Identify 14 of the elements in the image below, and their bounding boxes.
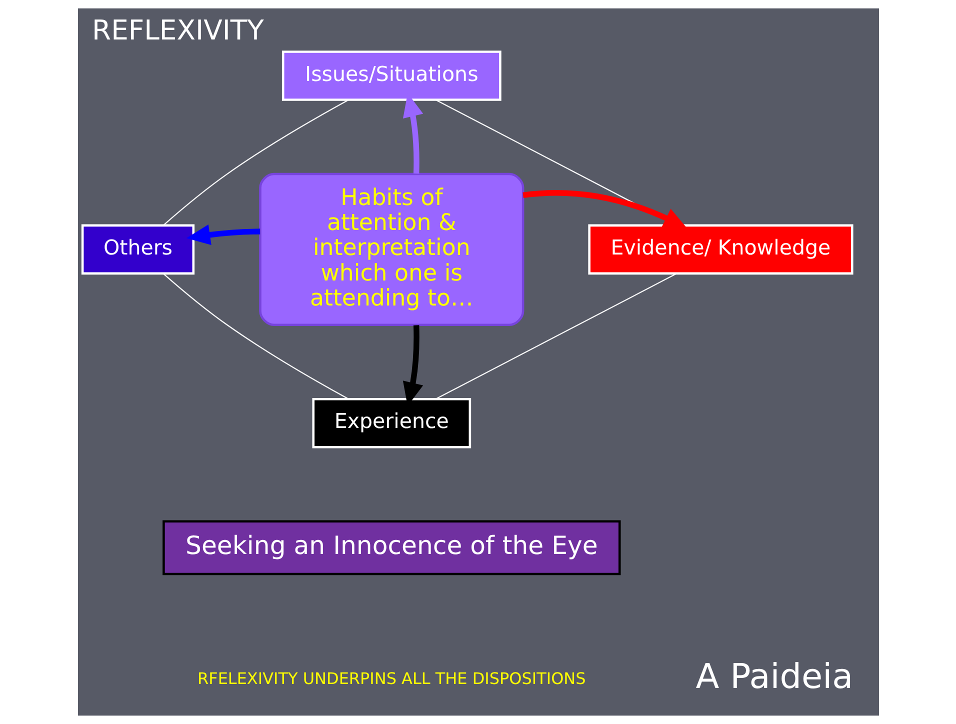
node-box: Others <box>80 224 194 275</box>
diagram-title: REFLEXIVITY <box>92 15 264 46</box>
connector <box>162 273 348 400</box>
label: RFELEXIVITY UNDERPINS ALL THE DISPOSITIONS <box>197 668 586 688</box>
node-box: Evidence/ Knowledge <box>588 224 853 275</box>
arrow <box>186 224 260 246</box>
arrow <box>522 190 687 229</box>
label: Seeking an Innocence of the Eye <box>185 531 598 560</box>
connector <box>435 273 676 400</box>
node-box: Habits of attention & interpretation which one is attending to… <box>258 172 524 326</box>
label: A Paideia <box>695 657 853 698</box>
connector <box>162 99 348 226</box>
node-box: Issues/Situations <box>281 50 501 101</box>
node-box: Experience <box>312 398 471 448</box>
